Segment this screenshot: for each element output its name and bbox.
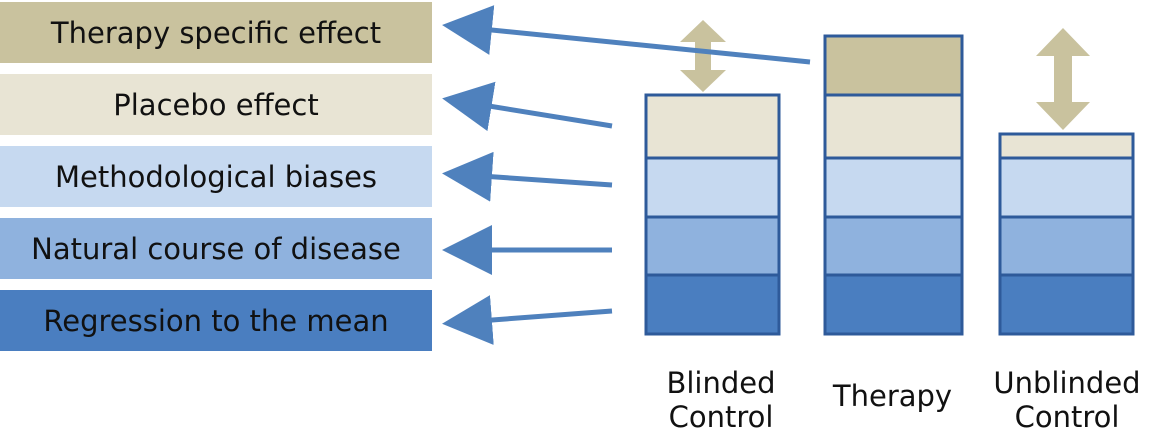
segment-regression-to-the-mean [998, 273, 1135, 336]
legend-placebo-effect: Placebo effect [0, 74, 432, 135]
arrow-therapy-specific-effect [442, 5, 811, 65]
segment-natural-course-of-disease [823, 215, 964, 277]
legend-label: Regression to the mean [43, 303, 389, 338]
column-label-therapy: Therapy [810, 379, 975, 413]
segment-placebo-effect [644, 93, 781, 160]
difference-arrow-unblinded [1036, 28, 1090, 130]
segment-regression-to-the-mean [823, 273, 964, 336]
segment-natural-course-of-disease [644, 215, 781, 277]
bar-therapy [823, 34, 964, 336]
column-label-unblinded-control: Unblinded Control [984, 366, 1150, 434]
segment-regression-to-the-mean [644, 273, 781, 336]
segment-methodological-biases [644, 156, 781, 219]
column-label-line2: Control [668, 400, 774, 434]
bar-unblinded-control [998, 132, 1135, 336]
arrow-regression-to-the-mean [442, 295, 613, 345]
arrow-placebo-effect [442, 81, 613, 132]
column-label-blinded-control: Blinded Control [636, 366, 806, 434]
legend-label: Therapy specific effect [50, 15, 382, 50]
column-label-line1: Therapy [832, 379, 953, 413]
legend-therapy-specific-effect: Therapy specific effect [0, 2, 432, 63]
segment-natural-course-of-disease [998, 215, 1135, 277]
difference-arrow-blinded [680, 20, 726, 92]
legend-methodological-biases: Methodological biases [0, 146, 432, 207]
segment-placebo-effect [823, 93, 964, 160]
legend-label: Placebo effect [113, 87, 319, 122]
column-label-line1: Blinded [666, 366, 776, 400]
column-label-line1: Unblinded [993, 366, 1141, 400]
column-label-line2: Control [1014, 400, 1120, 434]
segment-therapy-specific-effect [823, 34, 964, 97]
segment-placebo-effect [998, 132, 1135, 160]
bar-blinded-control [644, 93, 781, 336]
segment-methodological-biases [998, 156, 1135, 219]
legend-label: Natural course of disease [31, 231, 401, 266]
legend-regression-to-the-mean: Regression to the mean [0, 290, 432, 351]
arrow-methodological-biases [442, 151, 613, 202]
segment-methodological-biases [823, 156, 964, 219]
legend-label: Methodological biases [54, 159, 378, 194]
legend-natural-course-of-disease: Natural course of disease [0, 218, 432, 279]
